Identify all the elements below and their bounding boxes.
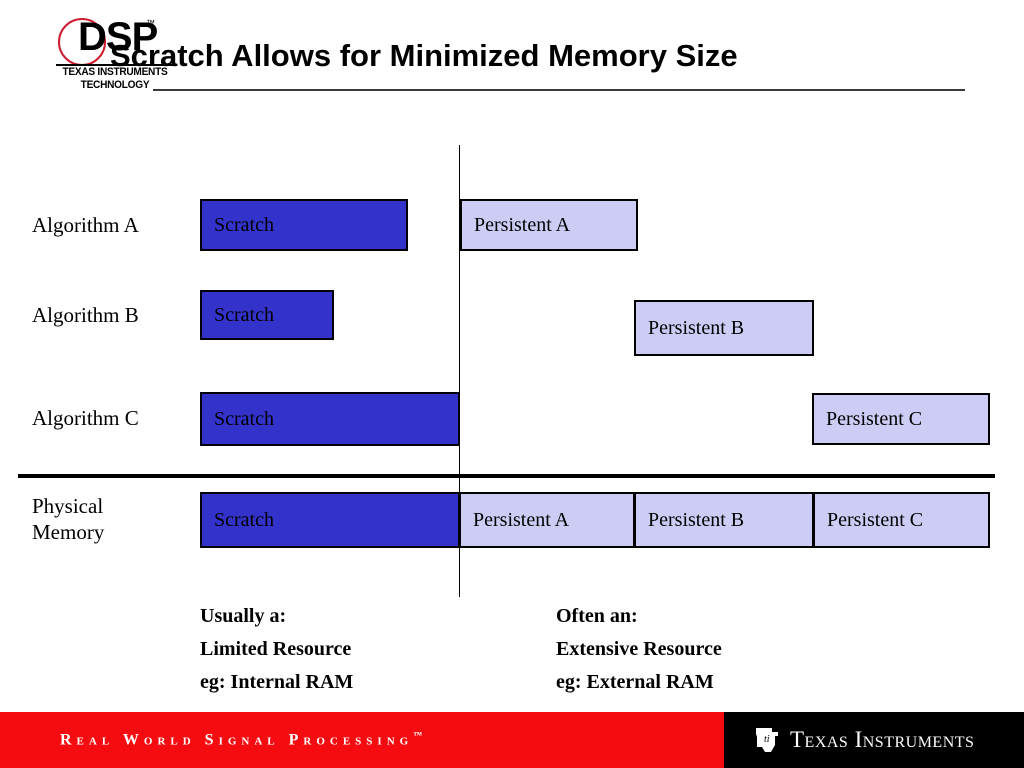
memory-block-scratch-r1-1: Scratch <box>200 199 408 251</box>
memory-block-label: Persistent C <box>827 508 924 531</box>
memory-block-scratch-r4-1: Scratch <box>200 492 460 548</box>
memory-block-label: Scratch <box>214 213 274 236</box>
memory-block-persistent-r2-2: Persistent B <box>634 300 814 356</box>
footer-red-band <box>0 712 724 768</box>
dsp-technology-logo: DSP ™ TEXAS INSTRUMENTS TECHNOLOGY <box>56 14 178 96</box>
memory-block-label: Persistent B <box>648 316 745 339</box>
vertical-memory-divider <box>459 145 460 597</box>
svg-text:ti: ti <box>764 734 770 745</box>
logo-divider <box>56 64 174 66</box>
texas-instruments-logo-icon: ti <box>752 725 782 755</box>
memory-block-label: Persistent B <box>648 508 745 531</box>
title-underline <box>153 89 965 91</box>
memory-block-label: Persistent A <box>474 213 571 236</box>
caption-scratch-memory: Usually a: Limited Resource eg: Internal… <box>200 605 354 693</box>
row-label-2: Algorithm B <box>32 303 139 327</box>
memory-block-persistent-r4-4: Persistent C <box>813 492 990 548</box>
memory-block-persistent-r1-2: Persistent A <box>460 199 638 251</box>
logo-dsp-text: DSP <box>78 15 158 59</box>
logo-trademark-icon: ™ <box>146 18 155 28</box>
memory-block-persistent-r3-2: Persistent C <box>812 393 990 445</box>
memory-block-persistent-r4-2: Persistent A <box>459 492 635 548</box>
memory-block-persistent-r4-3: Persistent B <box>634 492 814 548</box>
memory-block-scratch-r3-1: Scratch <box>200 392 460 446</box>
footer-company-name: Texas Instruments <box>790 727 975 752</box>
memory-block-label: Scratch <box>214 407 274 430</box>
memory-block-label: Persistent C <box>826 407 923 430</box>
memory-block-label: Scratch <box>214 508 274 531</box>
memory-block-scratch-r2-1: Scratch <box>200 290 334 340</box>
footer-trademark-icon: ™ <box>413 730 423 740</box>
horizontal-physical-memory-divider <box>18 474 995 478</box>
footer-tagline: Real World Signal Processing™ <box>60 730 422 749</box>
memory-block-label: Persistent A <box>473 508 570 531</box>
row-label-1: Algorithm A <box>32 213 139 237</box>
caption-persistent-memory: Often an: Extensive Resource eg: Externa… <box>556 605 722 693</box>
slide-footer: Real World Signal Processing™ ti Texas I… <box>0 712 1024 768</box>
memory-block-label: Scratch <box>214 303 274 326</box>
logo-line-texas-instruments: TEXAS INSTRUMENTS <box>62 66 168 78</box>
row-label-4: Physical Memory <box>32 494 105 544</box>
page-title: Scratch Allows for Minimized Memory Size <box>110 38 738 73</box>
row-label-3: Algorithm C <box>32 406 139 430</box>
logo-line-technology: TECHNOLOGY <box>80 79 150 91</box>
footer-tagline-text: Real World Signal Processing <box>60 731 414 749</box>
